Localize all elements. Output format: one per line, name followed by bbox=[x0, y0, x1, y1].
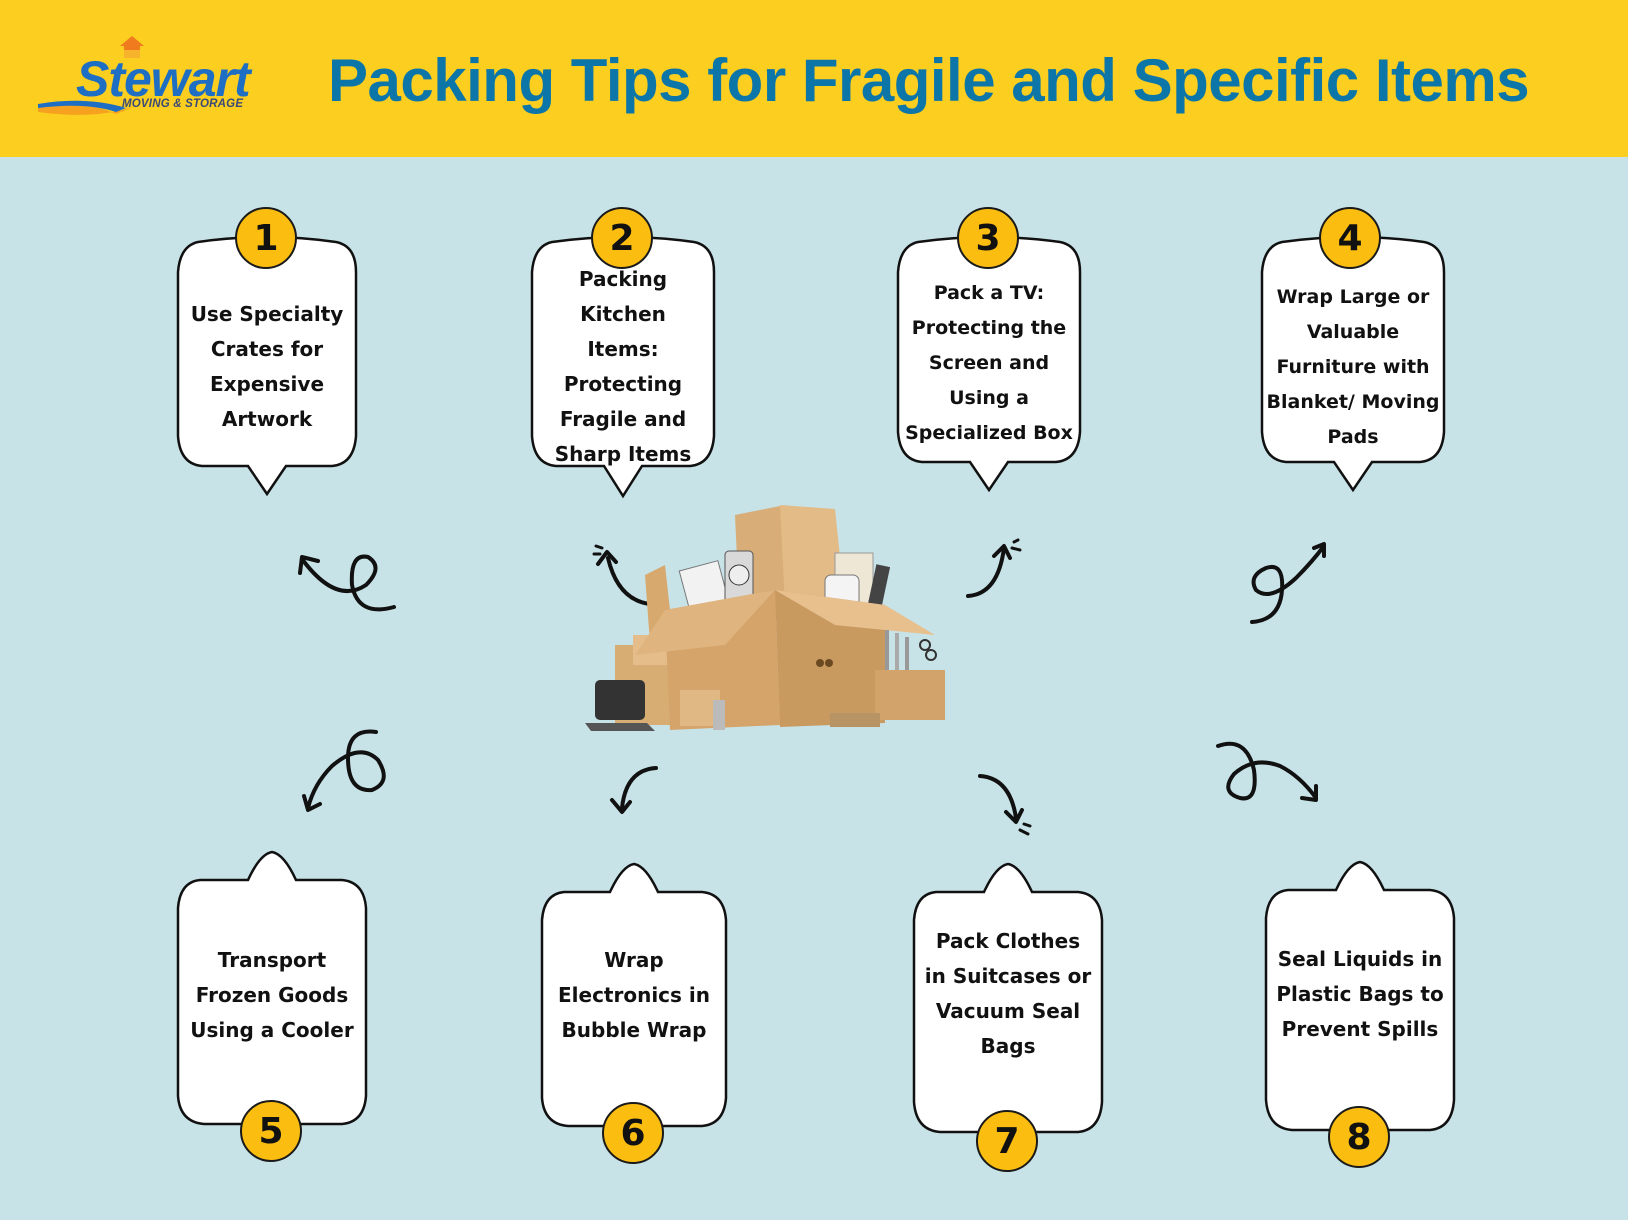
tip-card-6: Wrap Electronics in Bubble Wrap bbox=[538, 862, 730, 1136]
curved-arrow-icon bbox=[592, 544, 652, 606]
speech-bubble-shape bbox=[530, 235, 716, 499]
tip-card-7: Pack Clothes in Suitcases or Vacuum Seal… bbox=[910, 862, 1106, 1136]
page-title: Packing Tips for Fragile and Specific It… bbox=[328, 47, 1530, 114]
tip-text: Transport Frozen Goods Using a Cooler bbox=[190, 947, 354, 1042]
tip-text: Use Specialty Crates for Expensive Artwo… bbox=[190, 302, 344, 431]
tip-number-badge-1: 1 bbox=[235, 207, 297, 269]
tip-card-3: Pack a TV: Protecting the Screen and Usi… bbox=[894, 235, 1084, 496]
speech-bubble-shape bbox=[1260, 235, 1446, 493]
stewart-logo: Stewart MOVING & STORAGE bbox=[36, 36, 286, 126]
curly-arrow-icon bbox=[1250, 542, 1326, 624]
curved-arrow-icon bbox=[966, 538, 1022, 598]
tip-text: Pack a TV: Protecting the Screen and Usi… bbox=[905, 281, 1073, 444]
tip-text: Packing Kitchen Items: Protecting Fragil… bbox=[554, 267, 692, 466]
logo-brand: Stewart bbox=[76, 51, 251, 107]
house-icon bbox=[120, 36, 144, 58]
tip-card-2: Packing Kitchen Items: Protecting Fragil… bbox=[528, 235, 718, 502]
curved-arrow-icon bbox=[978, 774, 1032, 836]
curly-arrow-icon bbox=[298, 554, 396, 612]
tip-text: Wrap Electronics in Bubble Wrap bbox=[557, 947, 710, 1042]
speech-bubble-shape bbox=[176, 850, 368, 1126]
tip-number-badge-5: 5 bbox=[240, 1100, 302, 1162]
speech-bubble-shape bbox=[896, 235, 1082, 493]
road-swoosh-icon bbox=[38, 100, 136, 115]
curved-arrow-icon bbox=[610, 766, 658, 814]
tip-number-badge-2: 2 bbox=[591, 207, 653, 269]
tip-number-badge-3: 3 bbox=[957, 207, 1019, 269]
curly-arrow-icon bbox=[302, 729, 386, 812]
tip-card-8: Seal Liquids in Plastic Bags to Prevent … bbox=[1262, 860, 1458, 1136]
tip-card-4: Wrap Large or Valuable Furniture with Bl… bbox=[1258, 235, 1448, 496]
tip-card-1: Use Specialty Crates for Expensive Artwo… bbox=[174, 235, 360, 500]
speech-bubble-shape bbox=[176, 235, 358, 497]
moving-boxes-illustration-icon bbox=[585, 505, 945, 731]
tip-number-badge-8: 8 bbox=[1328, 1106, 1390, 1168]
tip-number-badge-4: 4 bbox=[1319, 207, 1381, 269]
tip-text: Wrap Large or Valuable Furniture with Bl… bbox=[1266, 285, 1440, 448]
header-banner: Stewart MOVING & STORAGE Packing Tips fo… bbox=[0, 0, 1628, 157]
tip-number-badge-6: 6 bbox=[602, 1102, 664, 1164]
speech-bubble-shape bbox=[1264, 860, 1456, 1132]
speech-bubble-shape bbox=[540, 862, 728, 1128]
tip-number-badge-7: 7 bbox=[976, 1110, 1038, 1172]
tip-card-5: Transport Frozen Goods Using a Cooler bbox=[174, 850, 370, 1134]
tip-text: Pack Clothes in Suitcases or Vacuum Seal… bbox=[924, 929, 1092, 1058]
speech-bubble-shape bbox=[912, 862, 1104, 1134]
logo-tagline: MOVING & STORAGE bbox=[122, 98, 244, 110]
curly-arrow-icon bbox=[1216, 741, 1318, 802]
tip-text: Seal Liquids in Plastic Bags to Prevent … bbox=[1276, 946, 1444, 1041]
